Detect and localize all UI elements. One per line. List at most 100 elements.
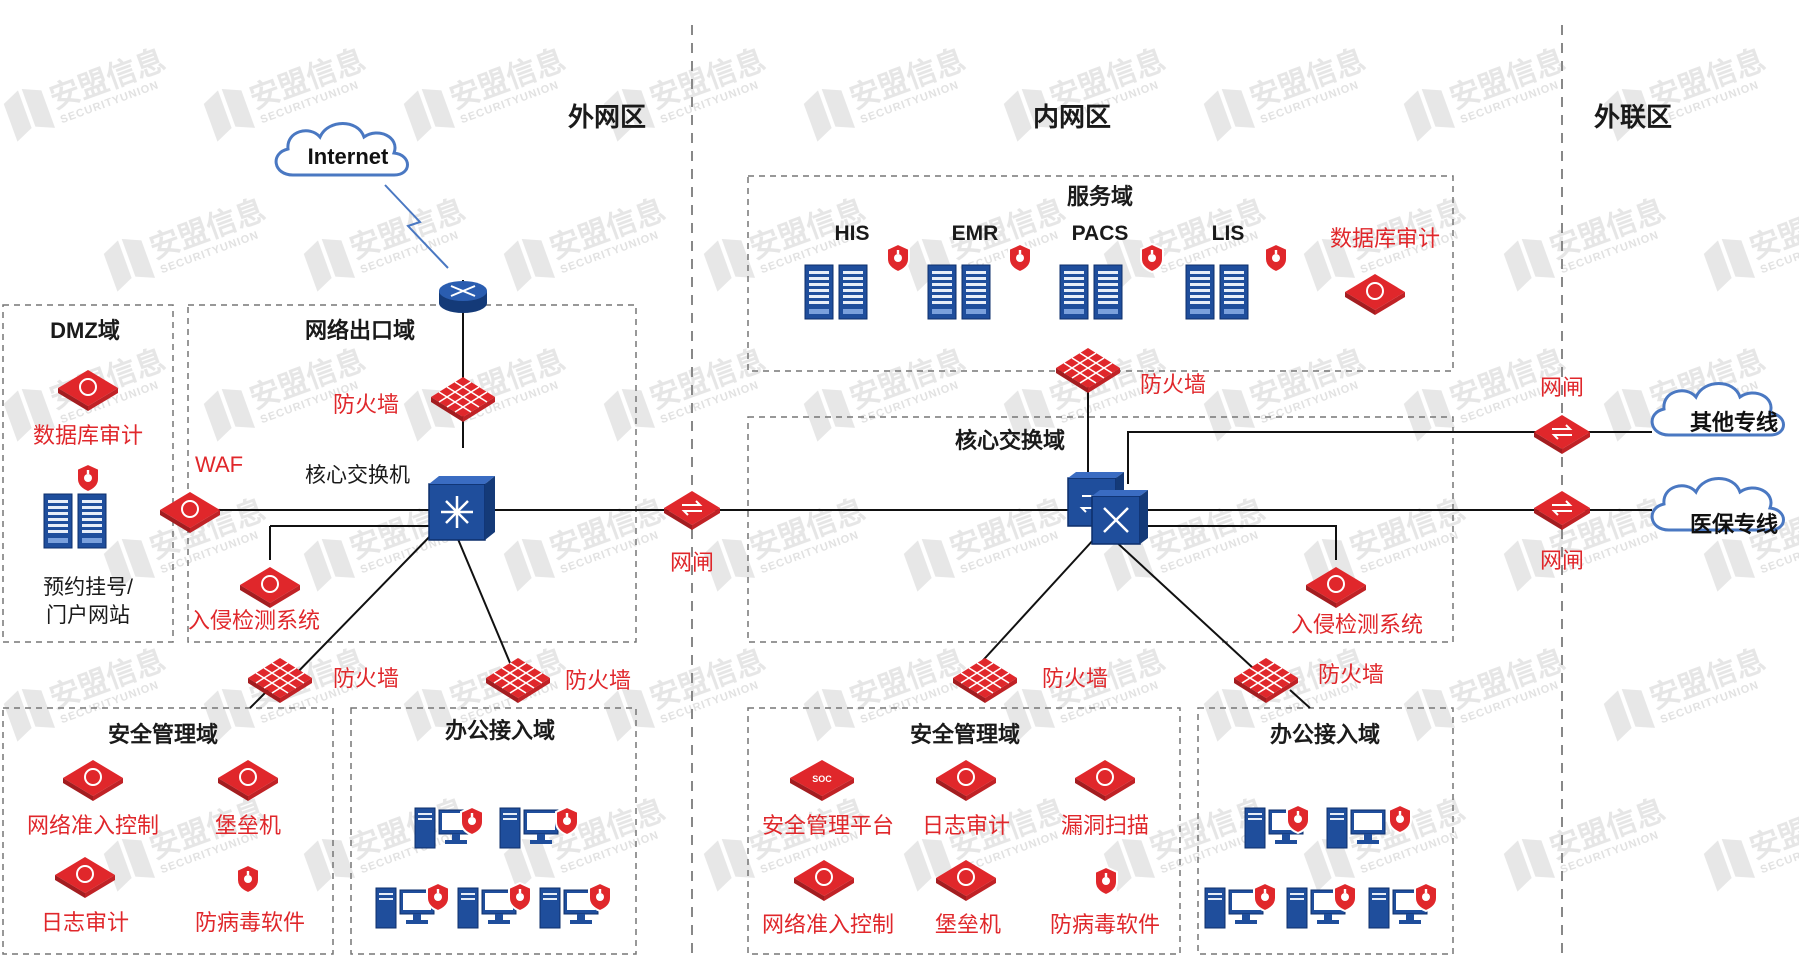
service-firewall-label: 防火墙	[1140, 372, 1206, 397]
vuln-scan-label: 漏洞扫描	[1061, 813, 1149, 838]
security-left-domain-box	[2, 707, 334, 955]
core-switch-icon	[428, 476, 495, 541]
watermark-logo-icon	[703, 838, 756, 892]
nac-right-label: 网络准入控制	[762, 912, 894, 937]
service-db-audit-icon	[1344, 273, 1406, 316]
nac-left-icon	[62, 759, 124, 802]
watermark-logo-icon	[1403, 88, 1456, 142]
watermark-logo-icon	[503, 538, 556, 592]
watermark-logo-icon	[903, 838, 956, 892]
watermark-logo-icon	[1703, 538, 1756, 592]
watermark-logo-icon	[1303, 238, 1356, 292]
wan-link	[384, 184, 449, 269]
antivirus-left-icon	[236, 864, 260, 894]
watermark-logo-icon	[1103, 538, 1156, 592]
dmz-title: DMZ域	[50, 318, 120, 343]
office-left-domain-box	[350, 707, 637, 955]
network-exit-title: 网络出口域	[305, 318, 415, 343]
server-lis-icon	[1186, 265, 1248, 319]
watermark-logo-icon	[1003, 688, 1056, 742]
zone-title-external: 外网区	[568, 102, 646, 132]
watermark-logo-icon	[1203, 88, 1256, 142]
office-right-domain-box	[1197, 707, 1454, 955]
watermark-logo-icon	[303, 838, 356, 892]
watermark-logo-icon	[603, 388, 656, 442]
watermark-logo-icon	[903, 538, 956, 592]
fw-security-left-label: 防火墙	[333, 666, 399, 691]
watermark-logo-icon	[403, 688, 456, 742]
ids-left-icon	[239, 566, 301, 609]
bastion-left-label: 堡垒机	[215, 813, 281, 838]
service-db-audit-label: 数据库审计	[1330, 226, 1440, 251]
watermark-logo-icon	[3, 688, 56, 742]
server-his-shield-icon	[886, 243, 910, 273]
watermark-logo-icon	[903, 238, 956, 292]
server-his-label: HIS	[834, 222, 869, 245]
router-icon	[439, 281, 487, 313]
log-audit-left-icon	[54, 856, 116, 899]
watermark-logo-icon	[1703, 838, 1756, 892]
watermark-logo-icon	[803, 688, 856, 742]
portal-server-icon	[44, 494, 106, 548]
soc-label: 安全管理平台	[762, 813, 894, 838]
vuln-scan-icon	[1074, 759, 1136, 802]
watermark-logo-icon	[503, 238, 556, 292]
antivirus-left-label: 防病毒软件	[195, 910, 305, 935]
zone-title-internal: 内网区	[1033, 102, 1111, 132]
antivirus-right-label: 防病毒软件	[1050, 912, 1160, 937]
watermark-logo-icon	[1703, 238, 1756, 292]
watermark-logo-icon	[703, 238, 756, 292]
watermark-logo-icon	[1503, 538, 1556, 592]
server-his-icon	[805, 265, 867, 319]
security-left-title: 安全管理域	[108, 722, 218, 747]
core-switch-right-icon	[1067, 472, 1148, 545]
watermark-logo-icon	[3, 388, 56, 442]
fw-office-right-label: 防火墙	[1318, 662, 1384, 687]
gateway-bottom-label: 网闸	[1540, 548, 1584, 573]
connection-lines	[190, 280, 1652, 709]
waf-label: WAF	[195, 452, 243, 477]
watermark-logo-icon	[303, 538, 356, 592]
security-right-title: 安全管理域	[910, 722, 1020, 747]
watermark-logo-icon	[1203, 388, 1256, 442]
watermark-logo-icon	[1503, 838, 1556, 892]
watermark-logo-icon	[803, 88, 856, 142]
portal-shield-icon	[76, 463, 100, 493]
watermark-logo-icon	[203, 88, 256, 142]
log-audit-right-label: 日志审计	[922, 813, 1010, 838]
server-emr-label: EMR	[952, 222, 999, 245]
server-pacs-icon	[1060, 265, 1122, 319]
server-pacs-label: PACS	[1072, 222, 1129, 245]
watermark-logo-icon	[203, 688, 256, 742]
insurance-line-label: 医保专线	[1690, 512, 1778, 537]
server-lis-shield-icon	[1264, 243, 1288, 273]
dmz-db-audit-label: 数据库审计	[33, 423, 143, 448]
watermark-logo-icon	[103, 838, 156, 892]
gateway-mid-label: 网闸	[670, 550, 714, 575]
watermark-logo-icon	[403, 88, 456, 142]
watermark-logo-icon	[3, 88, 56, 142]
bastion-right-label: 堡垒机	[935, 912, 1001, 937]
server-emr-icon	[928, 265, 990, 319]
gateway-mid-icon	[663, 490, 721, 531]
watermark-logo-icon	[1003, 88, 1056, 142]
soc-icon: SOC	[790, 760, 854, 801]
core-exchange-title: 核心交换域	[955, 428, 1065, 453]
antivirus-right-icon	[1094, 866, 1118, 896]
